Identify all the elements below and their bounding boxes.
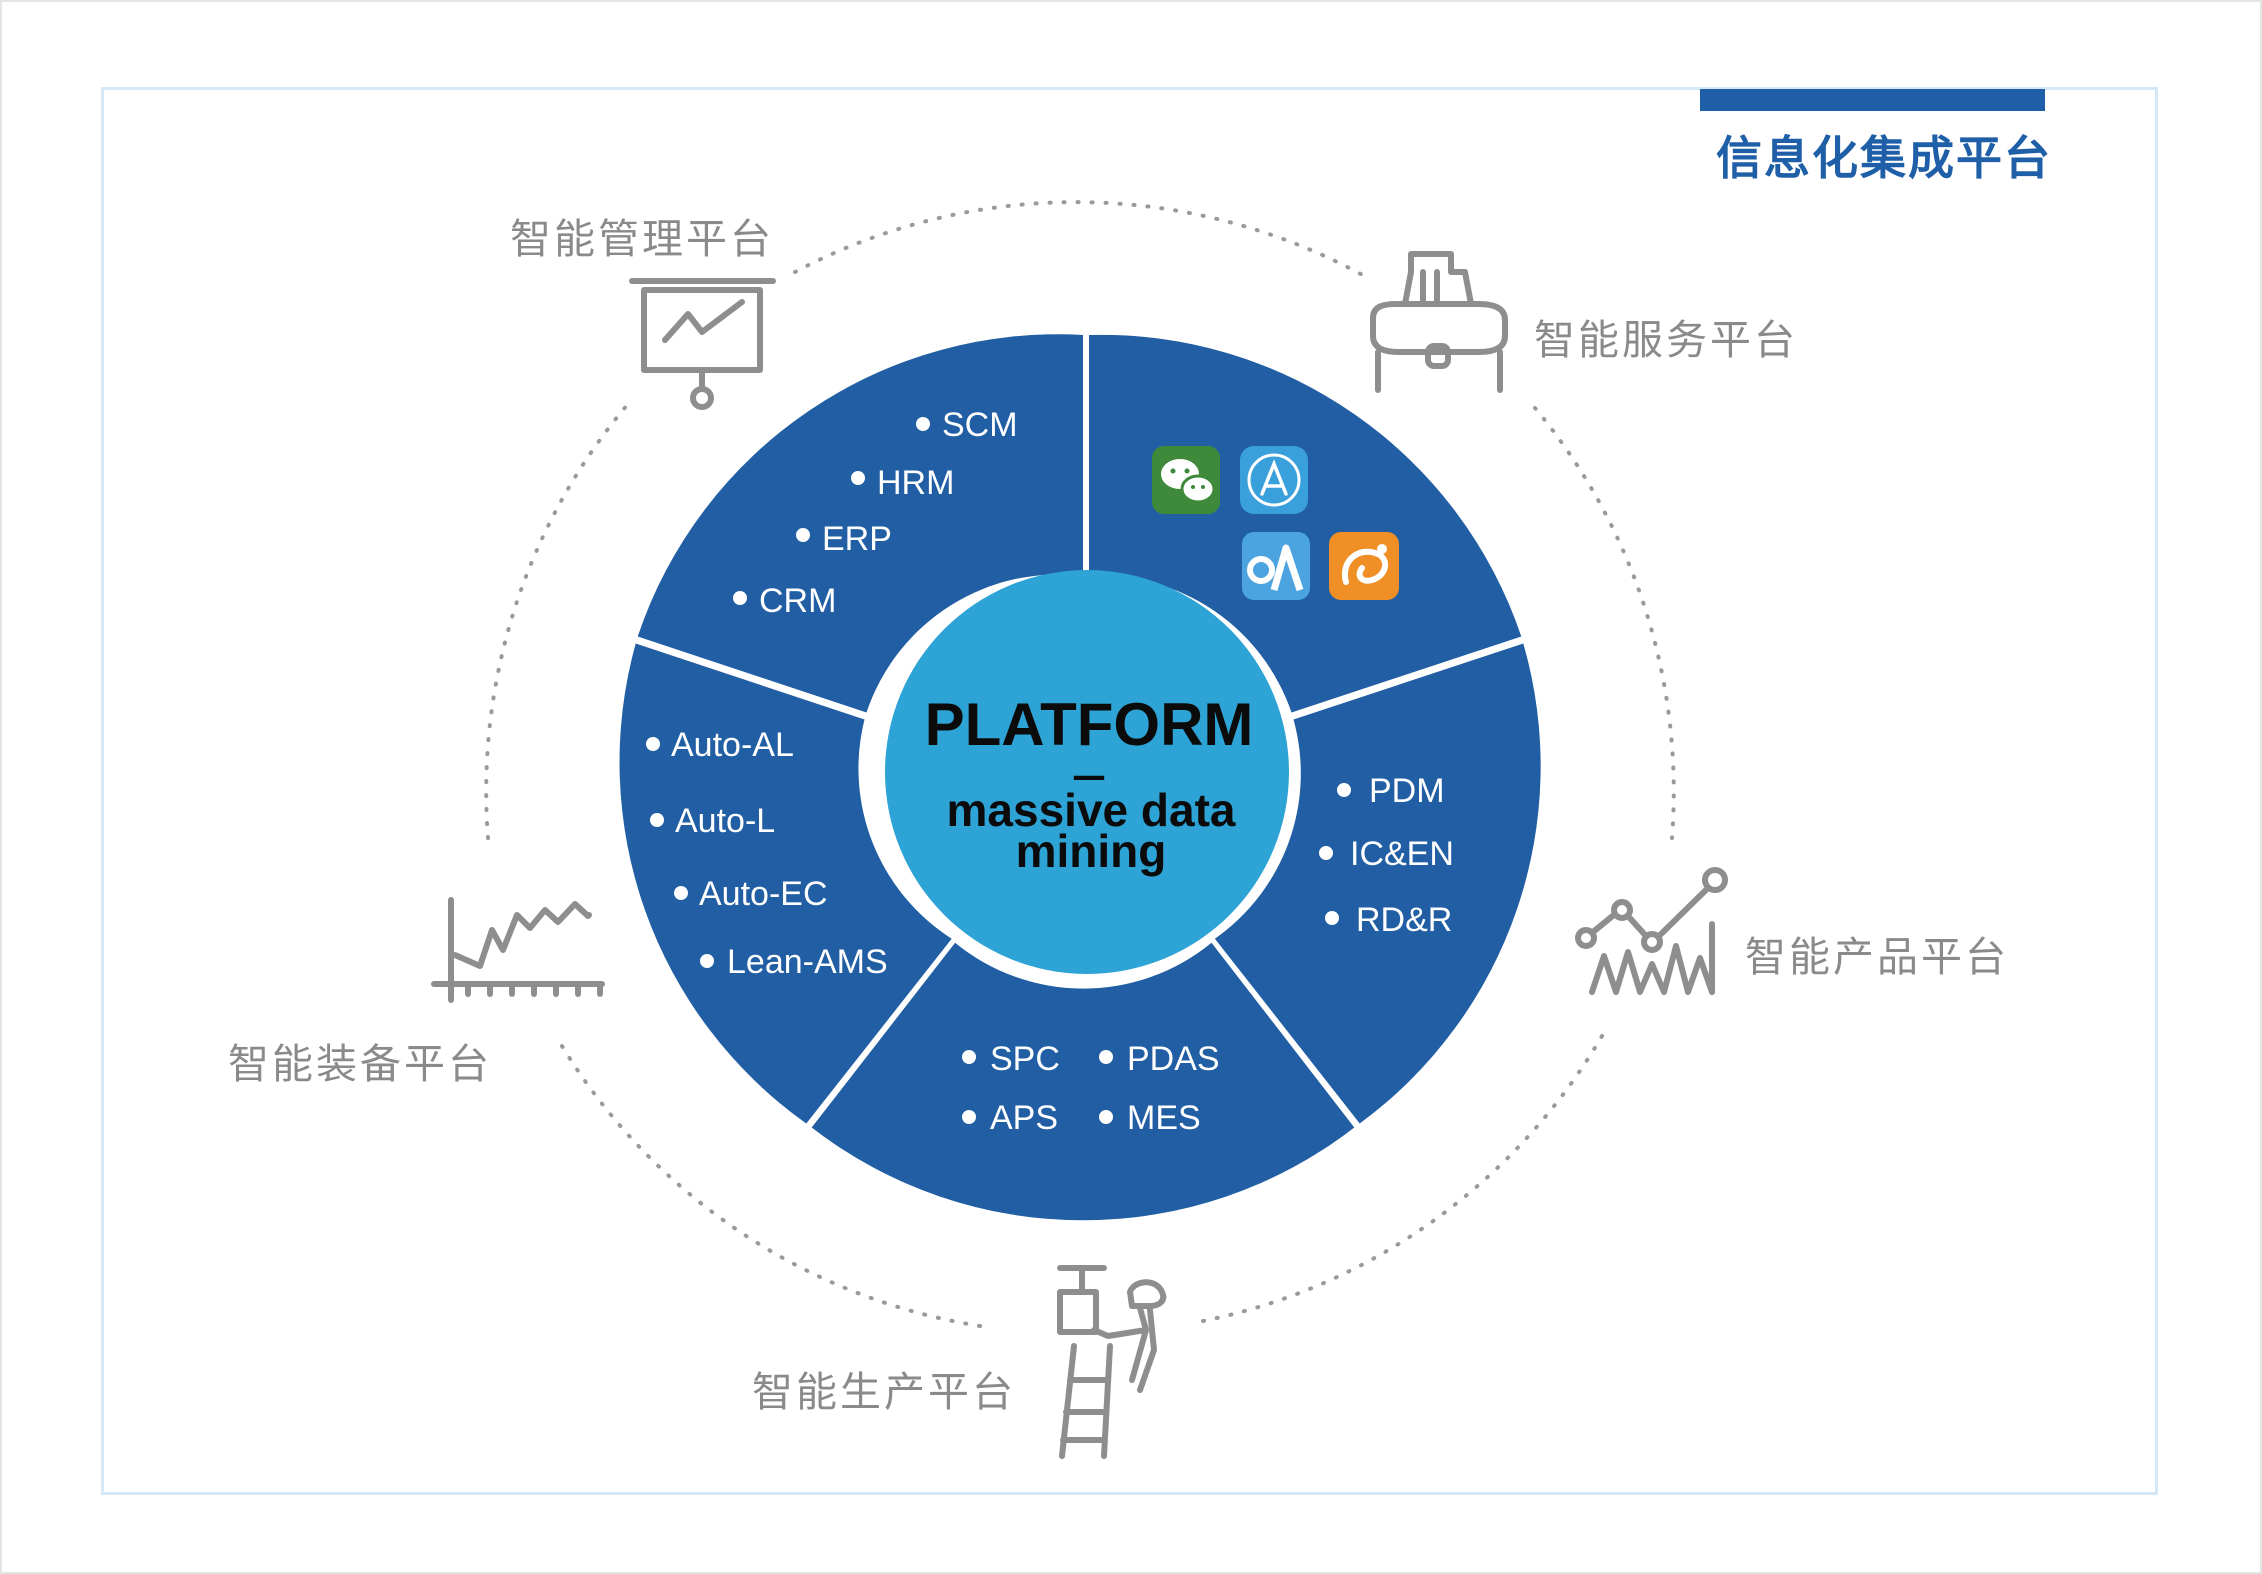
label-production-platform: 智能生产平台: [752, 1368, 1016, 1416]
list-item: APS: [962, 1099, 1058, 1137]
item-label: ERP: [822, 520, 892, 558]
content-frame: [101, 87, 2158, 1495]
production-items: SPC PDAS APS MES: [962, 1040, 1220, 1137]
label-service-platform: 智能服务平台: [1534, 316, 1798, 364]
orbit-arc-bottom-right: [1196, 1034, 1604, 1324]
sector-management: [637, 334, 1083, 713]
list-item: ERP: [796, 520, 892, 558]
item-label: SPC: [990, 1040, 1060, 1078]
center-line1: massive data: [947, 784, 1236, 836]
sector-service: [1089, 334, 1522, 713]
label-equipment-platform: 智能装备平台: [228, 1040, 492, 1088]
list-item: CRM: [733, 582, 836, 620]
orbit-arc-left: [484, 402, 630, 840]
list-item: SCM: [916, 406, 1018, 444]
item-label: PDM: [1369, 772, 1445, 810]
orbit-arc-bottom-left: [554, 1034, 982, 1328]
presentation-board-icon: [629, 278, 776, 410]
growth-chart-icon: [1575, 867, 1728, 995]
center-dash: —: [1072, 756, 1106, 796]
list-item: Auto-EC: [674, 875, 828, 913]
service-app-icons: [1152, 446, 1399, 600]
label-management-platform: 智能管理平台: [510, 215, 774, 263]
sector-product: [1214, 643, 1541, 1124]
center-title: PLATFORM: [925, 691, 1254, 758]
item-label: HRM: [877, 464, 954, 502]
item-label: Auto-AL: [671, 726, 794, 764]
dotted-orbit: [484, 200, 1676, 1328]
item-label: RD&R: [1356, 901, 1452, 939]
item-label: Auto-EC: [699, 875, 828, 913]
line-chart-axis-icon: [431, 897, 605, 1003]
list-item: Lean-AMS: [700, 943, 888, 981]
center-line2: mining: [1016, 825, 1167, 877]
title-accent-bar: [1700, 89, 2045, 111]
app-store-icon: [1240, 446, 1308, 514]
worker-ladder-icon: [1057, 1265, 1167, 1459]
product-items: PDM IC&EN RD&R: [1319, 772, 1454, 939]
ring: [619, 334, 1541, 1221]
item-label: PDAS: [1127, 1040, 1220, 1078]
list-item: IC&EN: [1319, 835, 1454, 873]
wechat-icon: [1152, 446, 1220, 514]
item-label: SCM: [942, 406, 1018, 444]
oa-icon: [1242, 532, 1310, 600]
item-label: Lean-AMS: [727, 943, 888, 981]
sector-equipment: [619, 643, 952, 1124]
list-item: RD&R: [1325, 901, 1452, 939]
list-item: PDAS: [1099, 1040, 1220, 1078]
label-product-platform: 智能产品平台: [1745, 933, 2009, 981]
management-items: SCM HRM ERP CRM: [733, 406, 1018, 620]
equipment-items: Auto-AL Auto-L Auto-EC Lean-AMS: [646, 726, 888, 981]
item-label: MES: [1127, 1099, 1201, 1137]
item-label: APS: [990, 1099, 1058, 1137]
item-label: Auto-L: [675, 802, 775, 840]
center-circle: [885, 570, 1289, 974]
list-item: MES: [1099, 1099, 1201, 1137]
orbit-arc-right: [1533, 406, 1676, 840]
page-title: 信息化集成平台: [1716, 131, 2052, 185]
sector-production: [811, 942, 1355, 1221]
list-item: Auto-AL: [646, 726, 794, 764]
item-label: IC&EN: [1350, 835, 1454, 873]
briefcase-hand-icon: [1370, 251, 1508, 393]
uc-browser-icon: [1329, 532, 1399, 600]
list-item: PDM: [1337, 772, 1445, 810]
list-item: Auto-L: [650, 802, 775, 840]
orbit-arc-top: [793, 200, 1370, 280]
list-item: HRM: [851, 464, 954, 502]
list-item: SPC: [962, 1040, 1060, 1078]
item-label: CRM: [759, 582, 836, 620]
